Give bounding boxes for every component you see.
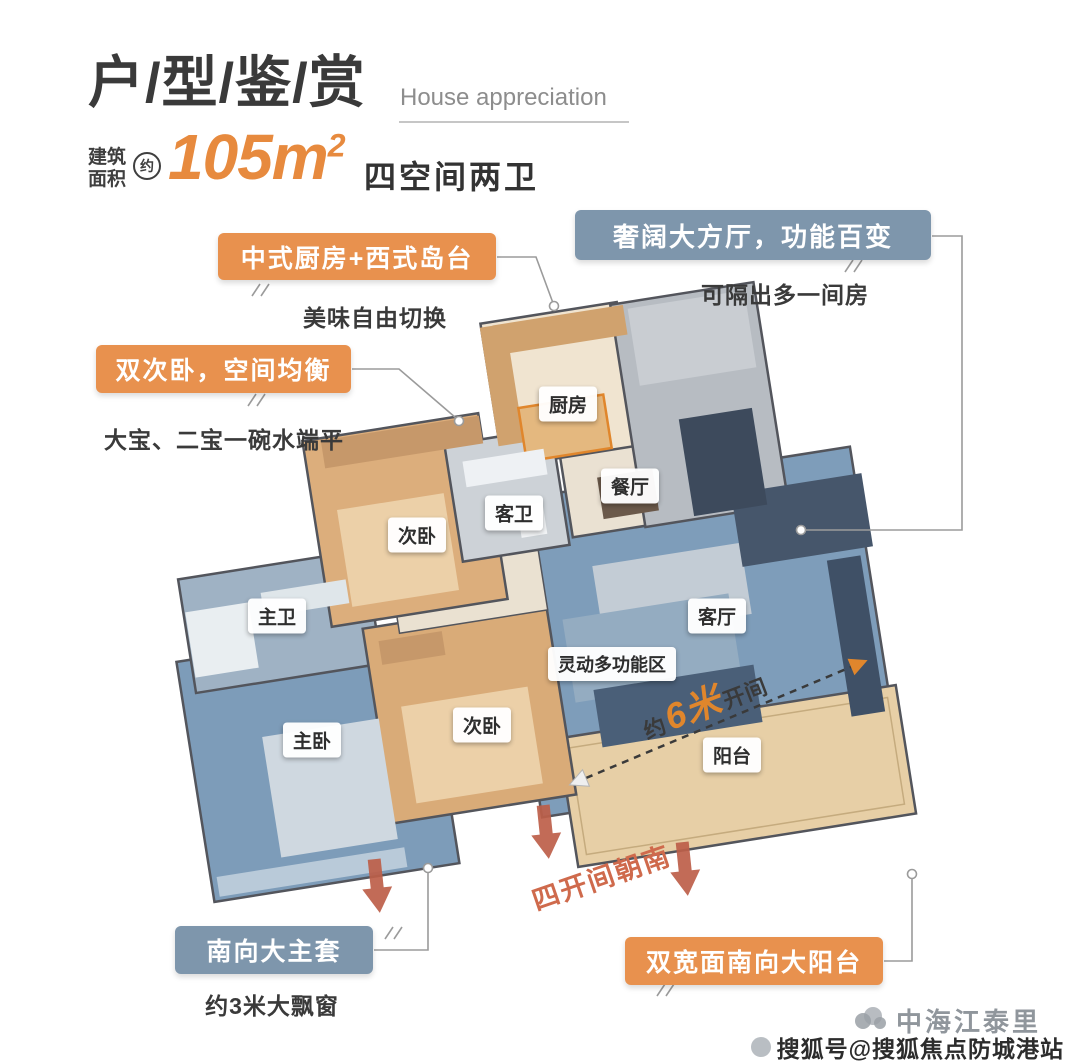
room-label-kitchen: 厨房 [538, 386, 598, 422]
callout-connectors [352, 235, 963, 962]
kitchen-side-cabinet-shape [479, 323, 525, 447]
credit-text: 搜狐号@搜狐焦点防城港站 [776, 1036, 1064, 1061]
kitchen-cabinet-shape [492, 304, 628, 356]
bathtub-shape [185, 602, 259, 678]
credit-line: 搜狐号@搜狐焦点防城港站 [750, 1030, 1064, 1061]
brand-logo-icon [855, 1007, 886, 1029]
room-label-master-bedroom: 主卧 [282, 722, 342, 758]
page-title: 户/型/鉴/赏 [88, 51, 366, 114]
area-description: 四空间两卫 [364, 159, 540, 195]
area-label-top: 建筑 [88, 147, 127, 168]
guest-vanity-shape [462, 448, 548, 488]
wardrobe-a-shape [320, 415, 484, 469]
area-label: 建筑 面积 [88, 147, 126, 191]
living-cabinet-shape [731, 473, 873, 567]
connector-node [906, 868, 918, 880]
bay-dimension [568, 658, 868, 787]
area-number: 105m [168, 121, 329, 193]
connector-master-line [374, 872, 429, 951]
sofa-shape [593, 664, 763, 748]
connector-hall-line [806, 235, 963, 531]
bay-window-shape [216, 847, 408, 897]
connector-node [795, 524, 807, 536]
callout-hall-subtitle: 可隔出多一间房 [701, 282, 869, 308]
callout-bedrooms-subtitle: 大宝、二宝一碗水端平 [104, 427, 344, 453]
hatch-mark [656, 983, 675, 997]
down-arrow [531, 804, 562, 859]
connector-kitchen-line [497, 256, 554, 304]
tv-wall-shape [826, 555, 886, 717]
desk-b-shape [378, 631, 446, 665]
sohu-logo-icon [750, 1037, 771, 1057]
hatch-mark [251, 283, 270, 297]
callout-master-subtitle: 约3米大飘窗 [205, 993, 339, 1019]
room-label-living: 客厅 [687, 598, 747, 634]
area-label-bottom: 面积 [88, 168, 127, 190]
connector-node [548, 300, 560, 312]
area-value: 105m2 [168, 120, 346, 194]
callout-hall-badge: 奢阔大方厅，功能百变 [575, 210, 931, 260]
room-label-bedroom-b: 次卧 [452, 707, 512, 743]
room-label-master-bath: 主卫 [247, 598, 307, 634]
hatch-mark [247, 393, 266, 407]
room-label-dining: 餐厅 [600, 468, 660, 504]
callout-balcony-badge: 双宽面南向大阳台 [625, 937, 883, 985]
connector-node [422, 862, 434, 874]
connector-node [453, 415, 465, 427]
hatch-mark [844, 259, 863, 273]
down-arrow [670, 841, 701, 896]
wine-cabinet-shape [678, 407, 768, 517]
bay-arrowhead-right [847, 658, 868, 676]
hatch-marks [247, 259, 863, 997]
connector-bedrooms-line [352, 368, 457, 419]
area-approx-circle: 约 [133, 152, 161, 180]
page-subtitle-en: House appreciation [400, 84, 607, 111]
callout-bedrooms-badge: 双次卧，空间均衡 [96, 345, 351, 393]
callout-kitchen-badge: 中式厨房+西式岛台 [218, 233, 496, 280]
room-label-guest-bath: 客卫 [484, 495, 544, 531]
floorplan-furniture [185, 290, 886, 897]
bay-dashed-line [585, 665, 852, 780]
room-label-multi-zone: 灵动多功能区 [548, 647, 676, 681]
entry-shelf-shape [627, 290, 757, 386]
title-divider [399, 121, 629, 123]
brand-watermark: 中海江泰里 [896, 1007, 1042, 1037]
area-superscript: 2 [327, 127, 346, 164]
bed-b-shape [401, 686, 543, 804]
room-label-bedroom-a: 次卧 [387, 517, 447, 553]
connector-balcony-line [884, 878, 913, 962]
callout-master-badge: 南向大主套 [175, 926, 373, 974]
callout-kitchen-subtitle: 美味自由切换 [303, 305, 447, 331]
south-arrows [362, 804, 701, 913]
hatch-mark [384, 926, 403, 940]
down-arrow [362, 858, 393, 913]
bay-arrowhead-left [568, 768, 591, 787]
room-label-balcony: 阳台 [702, 737, 762, 773]
